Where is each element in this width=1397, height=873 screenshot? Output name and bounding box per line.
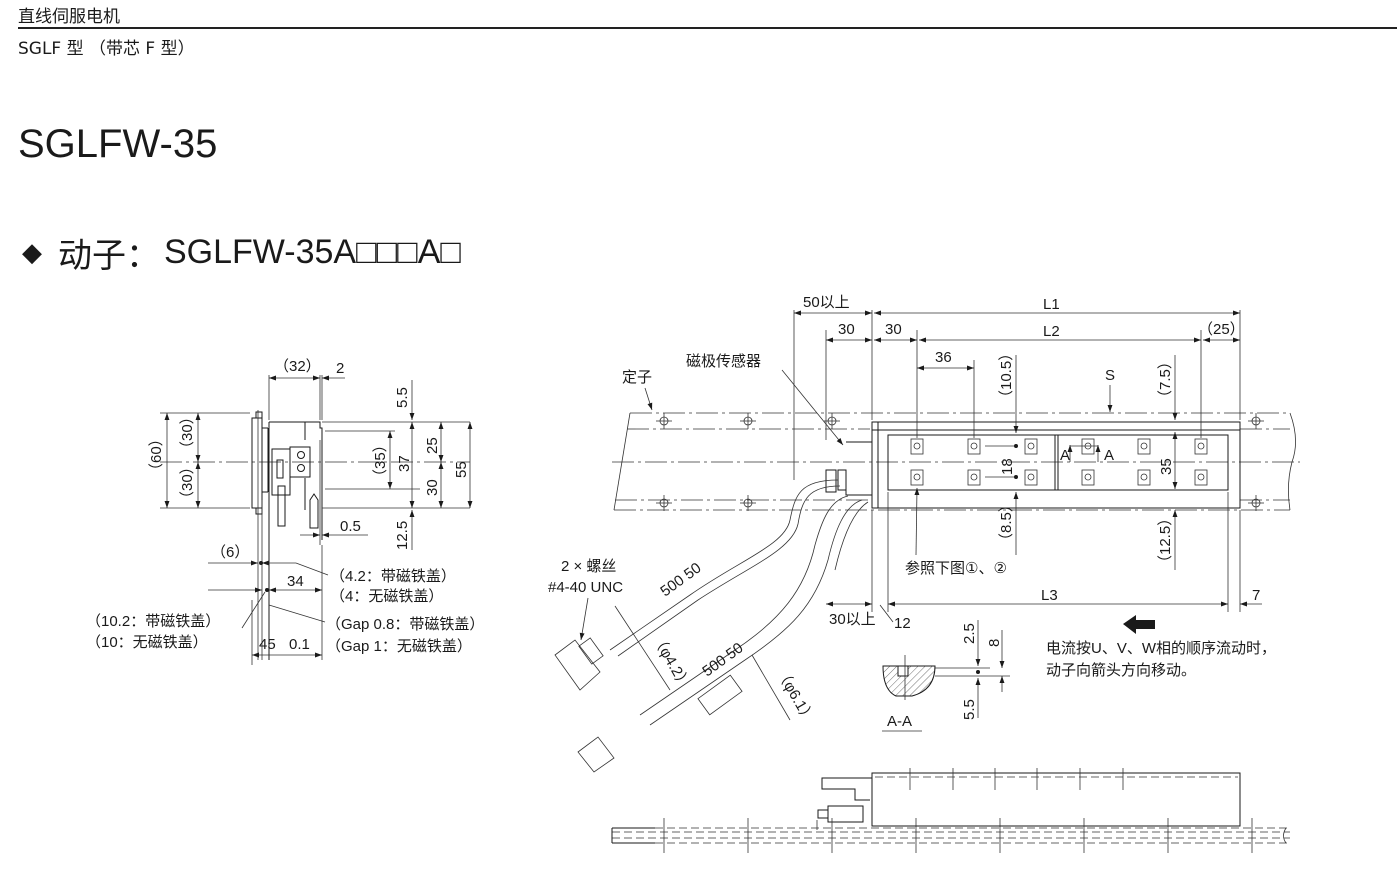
note-4-2-with-cover: （4.2：带磁铁盖） (330, 568, 456, 585)
dim-7-5: （7.5） (1157, 354, 1174, 405)
screws-label: 2 × 螺丝 (561, 558, 616, 575)
dim-L1: L1 (1043, 296, 1060, 313)
document-subtitle: SGLF 型 （带芯 F 型） (18, 39, 195, 59)
dim-8: 8 (986, 639, 1003, 647)
dim-37: 37 (396, 455, 413, 472)
header-divider (18, 27, 1397, 29)
dim-12: 12 (894, 615, 911, 632)
direction-note-line1: 电流按U、V、W相的顺序流动时， (1046, 640, 1276, 657)
dim-30-lower: （30） (179, 459, 196, 506)
dim-12-5: 12.5 (394, 521, 411, 550)
power-connector (577, 674, 743, 773)
dim-5-5: 5.5 (961, 699, 978, 720)
dim-36: 36 (935, 349, 952, 366)
section-mark-a-left: A (1060, 447, 1070, 464)
cable1-diameter: （φ4.2） (649, 632, 694, 693)
top-view: 50以上 L1 30 30 L2 （25） 36 （10.5） 18 （8.5）… (548, 294, 1300, 773)
mounting-holes (910, 438, 1208, 486)
dim-30: 30 (424, 479, 441, 496)
encoder-connector (554, 637, 604, 691)
note-4-without-cover: （4：无磁铁盖） (330, 588, 443, 605)
section-a-a-title: A-A (887, 713, 912, 730)
left-arrow-icon (1123, 615, 1155, 634)
dim-L2: L2 (1043, 323, 1060, 340)
section-label: 动子： (58, 237, 160, 275)
direction-note: 电流按U、V、W相的顺序流动时， 动子向箭头方向移动。 (1046, 615, 1276, 679)
dim-32: （32） (274, 358, 321, 375)
dim-34: 34 (287, 573, 304, 590)
dim-50-min: 50以上 (803, 294, 850, 311)
dim-0-5: 0.5 (340, 518, 361, 535)
dim-0-1: 0.1 (289, 636, 310, 653)
dim-10-5: （10.5） (998, 346, 1015, 405)
dim-18: 18 (999, 458, 1016, 475)
note-gap-1: （Gap 1：无磁铁盖） (326, 638, 472, 655)
dim-5-5: 5.5 (394, 387, 411, 408)
hall-sensor-label: 磁极传感器 (686, 353, 761, 370)
document-category: 直线伺服电机 (18, 7, 120, 27)
dim-35: 35 (1158, 458, 1175, 475)
dim-45: 45 (259, 636, 276, 653)
dim-35: （35） (372, 437, 389, 484)
screw-spec-label: #4-40 UNC (548, 579, 623, 596)
dim-30-b: 30 (885, 321, 902, 338)
dim-25: 25 (424, 437, 441, 454)
cable2-diameter: （φ6.1） (773, 666, 818, 727)
dim-6: （6） (211, 544, 249, 561)
note-gap-0-8: （Gap 0.8：带磁铁盖） (326, 616, 484, 633)
dim-30-min: 30以上 (829, 611, 876, 628)
dim-30-a: 30 (838, 321, 855, 338)
note-10-without-cover: （10：无磁铁盖） (86, 634, 208, 651)
section-heading: ◆ 动子： SGLFW-35A□□□A□ (22, 228, 461, 277)
bottom-side-view (611, 768, 1290, 853)
dim-2-5: 2.5 (961, 623, 978, 644)
side-view: （32） 2 （60） （30） （30） （35） 5.5 37 12.5 2… (86, 358, 484, 665)
note-10-2-with-cover: （10.2：带磁铁盖） (86, 613, 220, 630)
dim-L3: L3 (1041, 587, 1058, 604)
dim-7: 7 (1252, 587, 1260, 604)
refer-note: 参照下图①、② (905, 560, 1007, 577)
model-title: SGLFW-35 (18, 122, 218, 166)
stator-label: 定子 (622, 369, 652, 386)
dim-2: 2 (336, 360, 344, 377)
direction-note-line2: 动子向箭头方向移动。 (1046, 661, 1196, 679)
dim-8-5: （8.5） (998, 497, 1015, 548)
cable2-length: 500 50 (699, 640, 746, 681)
section-mark-a-right: A (1104, 447, 1114, 464)
dim-60: （60） (148, 431, 165, 478)
dim-30-upper: （30） (179, 409, 196, 456)
dim-55: 55 (453, 461, 470, 478)
cable1-length: 500 50 (657, 560, 704, 601)
dim-25: （25） (1198, 321, 1245, 338)
dim-12-5: （12.5） (1157, 511, 1174, 570)
part-number: SGLFW-35A□□□A□ (164, 233, 461, 271)
section-a-a: 2.5 8 5.5 A-A (882, 620, 1010, 732)
label-S: S (1105, 367, 1115, 384)
diamond-icon: ◆ (22, 237, 42, 267)
